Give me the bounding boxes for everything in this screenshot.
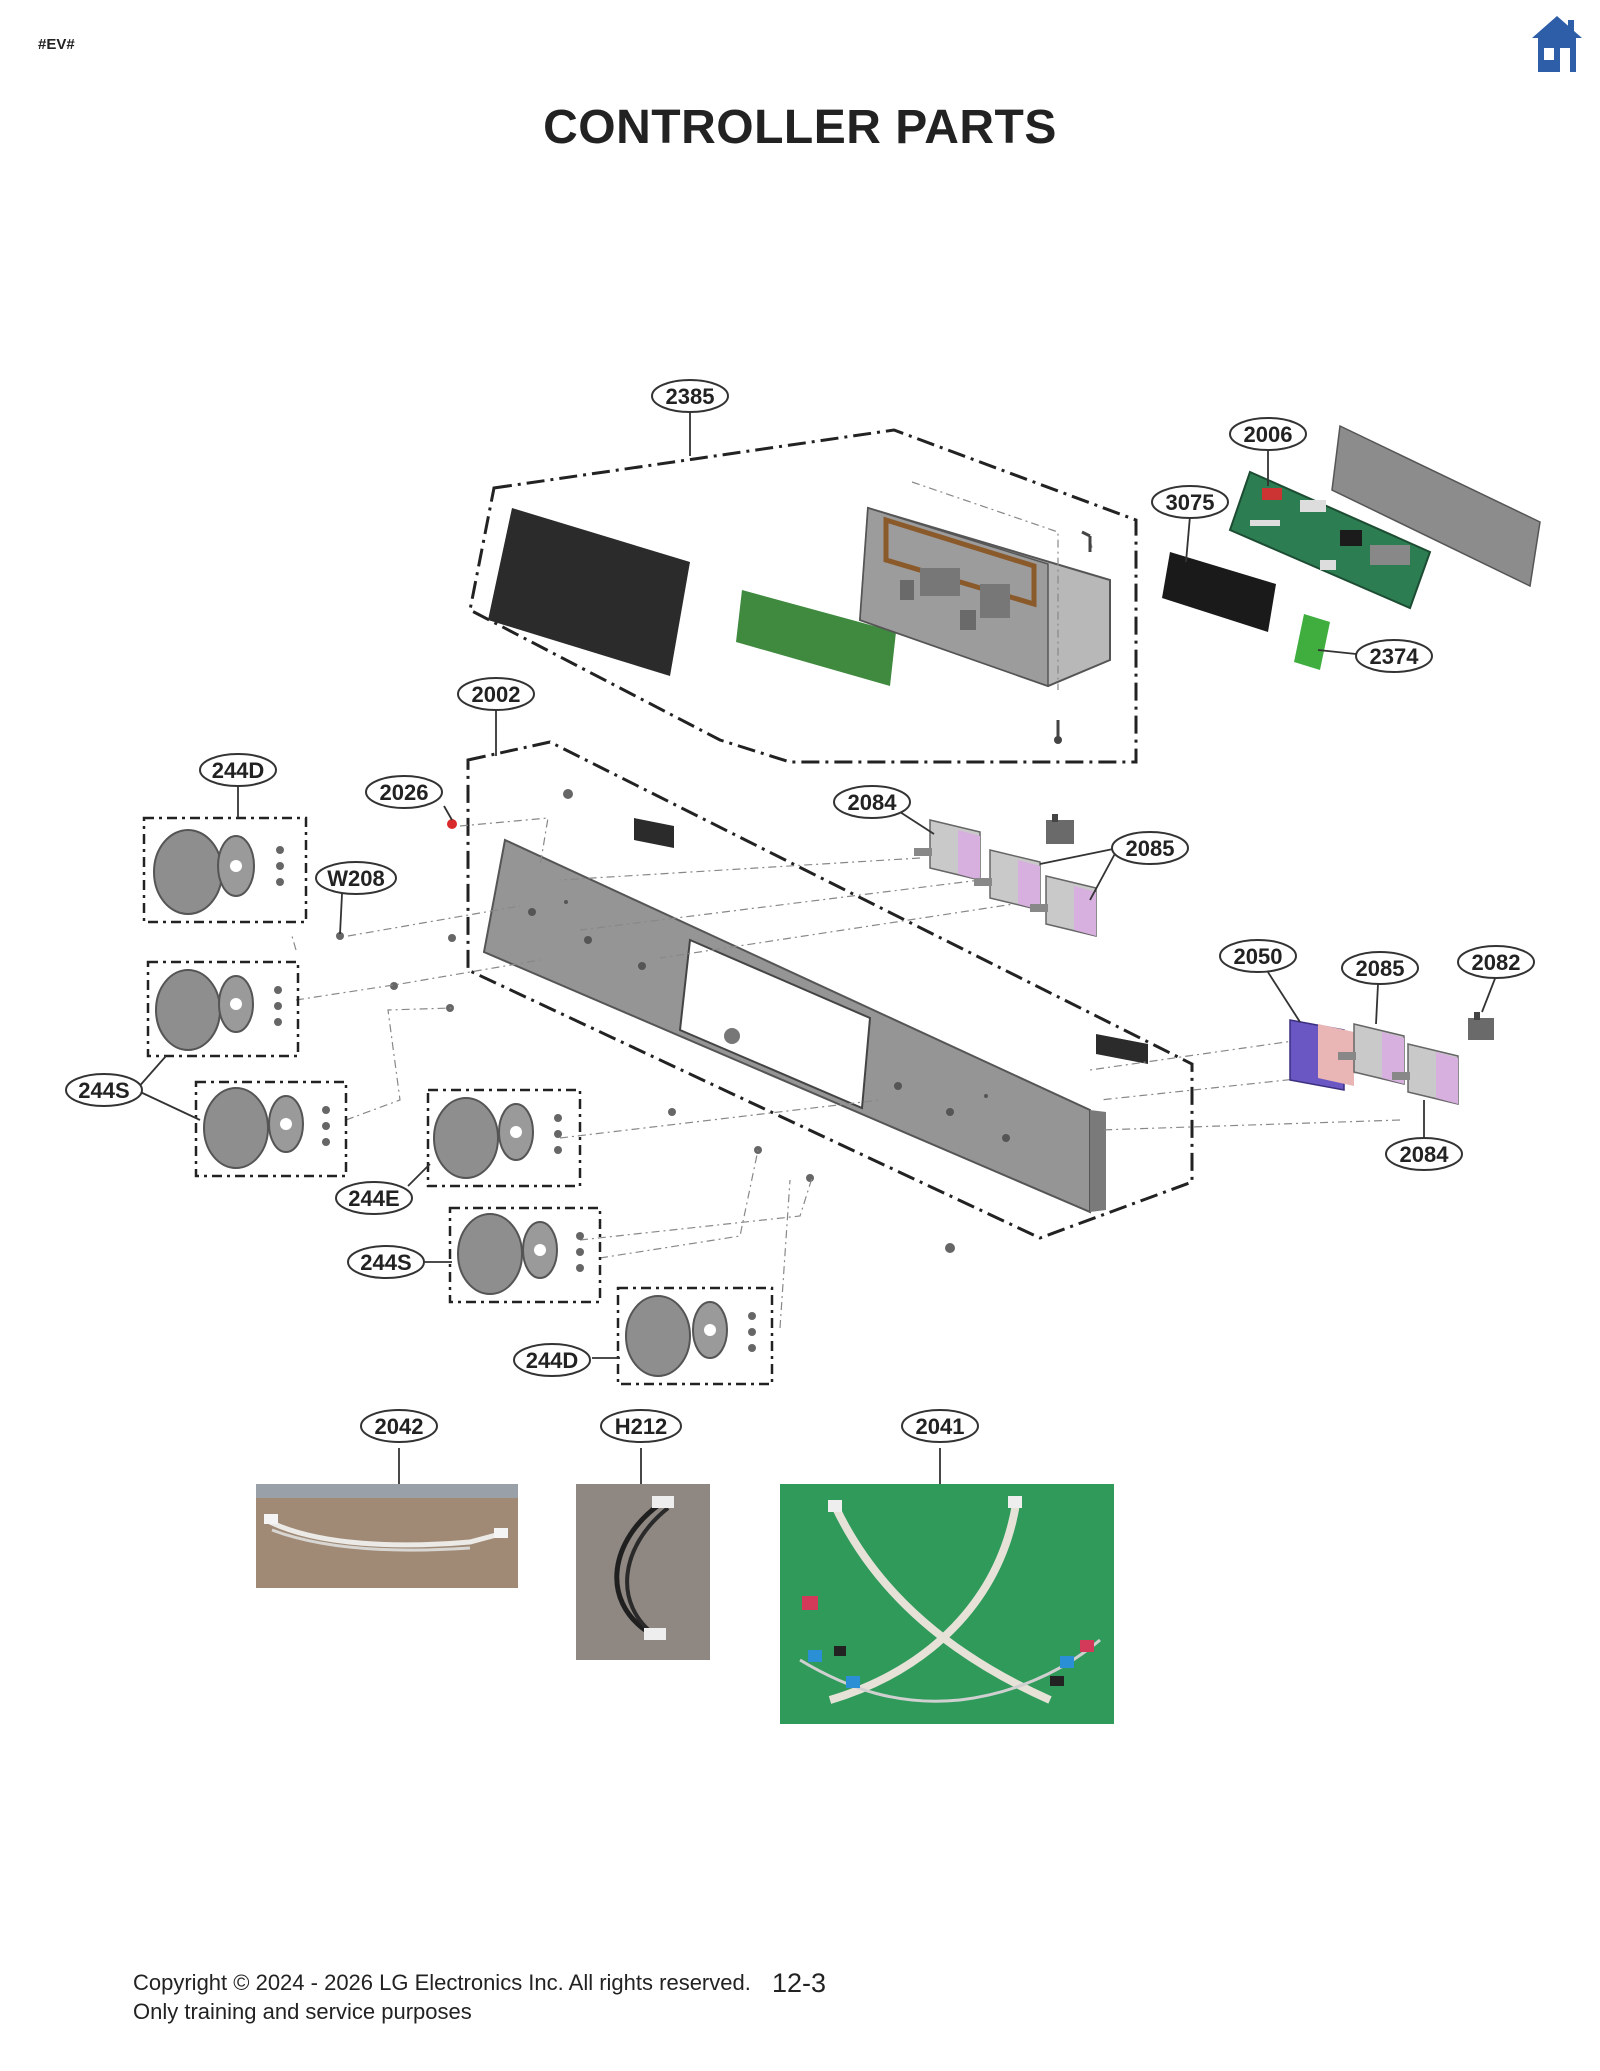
control-panel [482, 838, 1106, 1214]
part-label-2374: 2374 [1355, 639, 1433, 673]
sub-board [1294, 614, 1330, 670]
display-module [1162, 552, 1276, 632]
window-strip [736, 590, 896, 686]
switch-2084-top [914, 819, 981, 881]
knob-group-244S-a [146, 960, 300, 1058]
page-number: 12-3 [772, 1968, 827, 1998]
svg-text:2084: 2084 [848, 790, 898, 815]
document-tag: #EV# [38, 36, 75, 53]
svg-text:2050: 2050 [1234, 944, 1283, 969]
svg-text:2085: 2085 [1356, 956, 1405, 981]
knob-group-244E [426, 1088, 582, 1188]
controller-housing [858, 506, 1111, 688]
part-label-W208: W208 [315, 861, 397, 895]
svg-text:2082: 2082 [1472, 950, 1521, 975]
svg-text:H212: H212 [615, 1414, 668, 1439]
svg-text:3075: 3075 [1166, 490, 1215, 515]
part-label-2041: 2041 [901, 1409, 979, 1443]
knob-group-244D-top [142, 816, 308, 924]
svg-text:244E: 244E [348, 1186, 399, 1211]
part-label-244S-left: 244S [65, 1073, 143, 1107]
part-label-244D-top: 244D [199, 753, 277, 787]
svg-text:2085: 2085 [1126, 836, 1175, 861]
part-label-244E: 244E [335, 1181, 413, 1215]
page-title: CONTROLLER PARTS [543, 101, 1057, 154]
part-label-244D-bottom: 244D [513, 1343, 591, 1377]
wire-harness-2041-photo [780, 1484, 1114, 1724]
part-label-2082: 2082 [1457, 945, 1535, 979]
part-label-2050: 2050 [1219, 939, 1297, 973]
switch-2085-top-b [1030, 875, 1097, 937]
switch-2085-top-a [974, 849, 1041, 911]
switch-2084-right [1392, 1043, 1459, 1105]
relay-top [1046, 814, 1074, 844]
svg-text:W208: W208 [327, 866, 384, 891]
wire-harness-H212-photo [576, 1484, 710, 1660]
part-label-2026: 2026 [365, 775, 443, 809]
part-label-2084-top: 2084 [833, 785, 911, 819]
svg-text:2041: 2041 [916, 1414, 965, 1439]
svg-text:244D: 244D [212, 758, 265, 783]
part-label-2042: 2042 [360, 1409, 438, 1443]
svg-text:244S: 244S [360, 1250, 411, 1275]
svg-text:2385: 2385 [666, 384, 715, 409]
spacer-block-left [634, 818, 674, 848]
part-label-H212: H212 [600, 1409, 682, 1443]
knob-group-244S-c [448, 1206, 602, 1304]
relay-right [1468, 1012, 1494, 1040]
svg-text:2002: 2002 [472, 682, 521, 707]
part-label-2385: 2385 [651, 379, 729, 413]
copyright-text: Copyright © 2024 - 2026 LG Electronics I… [133, 1970, 751, 1995]
part-label-3075: 3075 [1151, 485, 1229, 519]
svg-text:244S: 244S [78, 1078, 129, 1103]
part-label-244S-mid: 244S [347, 1245, 425, 1279]
part-label-2085-right: 2085 [1341, 951, 1419, 985]
part-label-2084-bottom: 2084 [1385, 1137, 1463, 1171]
group-outline-2002 [466, 740, 1194, 1240]
switch-2085-right [1338, 1023, 1405, 1085]
leader-lines [135, 410, 1497, 1484]
svg-text:2374: 2374 [1370, 644, 1420, 669]
home-icon[interactable] [1530, 14, 1584, 76]
part-label-2006: 2006 [1229, 417, 1307, 451]
purpose-text: Only training and service purposes [133, 1999, 472, 2024]
wire-harness-2042-photo [256, 1484, 518, 1588]
svg-text:2042: 2042 [375, 1414, 424, 1439]
svg-text:2006: 2006 [1244, 422, 1293, 447]
svg-text:2026: 2026 [380, 780, 429, 805]
group-outline-2385 [468, 428, 1138, 764]
screws [336, 789, 955, 1253]
pcb-cover-plate [1331, 424, 1541, 588]
knob-group-244D-bottom [616, 1286, 774, 1386]
red-clip [447, 819, 457, 829]
footer: Copyright © 2024 - 2026 LG Electronics I… [133, 1968, 751, 2026]
main-pcb [1228, 470, 1432, 610]
svg-text:244D: 244D [526, 1348, 579, 1373]
spacer-block-right [1096, 1034, 1148, 1064]
svg-text:2084: 2084 [1400, 1142, 1450, 1167]
knob-group-244S-b [194, 1080, 348, 1178]
switch-2050 [1289, 1019, 1354, 1091]
part-label-2085-top: 2085 [1111, 831, 1189, 865]
display-lens [488, 508, 690, 676]
part-label-2002: 2002 [457, 677, 535, 711]
